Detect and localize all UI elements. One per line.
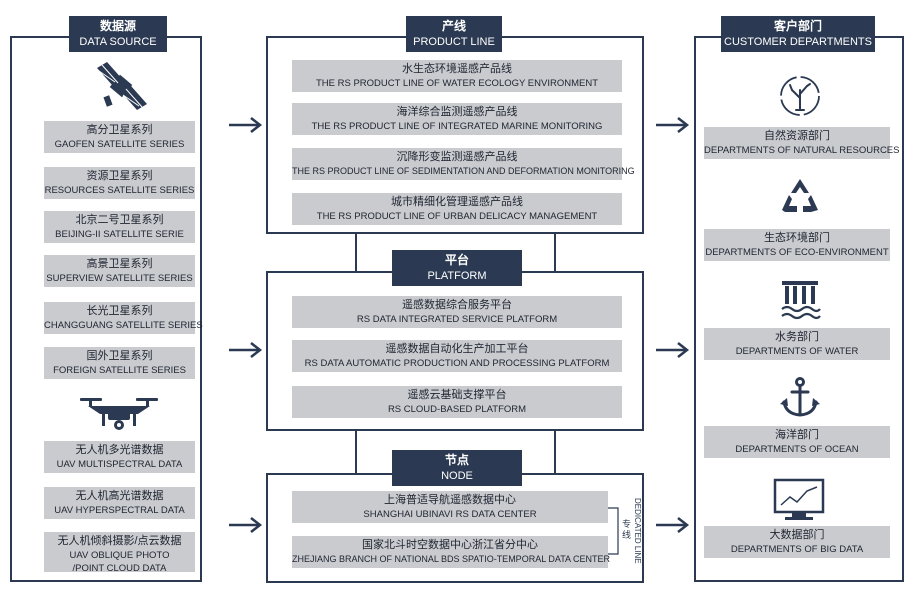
data-source-title-en: DATA SOURCE xyxy=(79,36,157,48)
satellite-icon xyxy=(97,62,147,110)
data-source-title-zh: 数据源 xyxy=(99,19,136,33)
drone-icon xyxy=(80,398,158,430)
product-item-marine-monitoring: 海洋综合监测遥感产品线 THE RS PRODUCT LINE OF INTEG… xyxy=(292,103,622,135)
node-header: 节点 NODE xyxy=(392,450,522,486)
customers-header: 客户部门 CUSTOMER DEPARTMENTS xyxy=(721,16,875,52)
source-item-superview: 高景卫星系列 SUPERVIEW SATELLITE SERIES xyxy=(44,255,195,287)
monitor-chart-icon xyxy=(773,478,825,520)
customer-item-big-data: 大数据部门 DEPARTMENTS OF BIG DATA xyxy=(704,526,890,558)
anchor-icon xyxy=(780,377,820,417)
source-item-gaofen: 高分卫星系列 GAOFEN SATELLITE SERIES xyxy=(44,121,195,153)
source-item-beijing: 北京二号卫星系列 BEIJING-II SATELLITE SERIE xyxy=(44,211,195,243)
platform-item-cloud-based: 遥感云基础支撑平台 RS CLOUD-BASED PLATFORM xyxy=(292,386,622,418)
source-item-foreign: 国外卫星系列 FOREIGN SATELLITE SERIES xyxy=(44,347,195,379)
customer-item-ocean: 海洋部门 DEPARTMENTS OF OCEAN xyxy=(704,426,890,458)
product-item-water-ecology: 水生态环境遥感产品线 THE RS PRODUCT LINE OF WATER … xyxy=(292,60,622,92)
dedicated-line-label-zh: 专线 xyxy=(622,519,632,540)
platform-header: 平台 PLATFORM xyxy=(392,250,522,286)
arrow-product-to-customers xyxy=(656,117,690,133)
node-item-shanghai: 上海普适导航遥感数据中心 SHANGHAI UBINAVI RS DATA CE… xyxy=(292,491,608,523)
arrow-source-to-platform xyxy=(229,342,263,358)
customer-item-eco-environment: 生态环境部门 DEPARTMENTS OF ECO-ENVIRONMENT xyxy=(704,229,890,261)
water-dam-icon xyxy=(781,281,821,320)
connector-platform-node-left xyxy=(355,431,357,474)
product-line-header: 产线 PRODUCT LINE xyxy=(406,16,502,52)
source-item-uav-multispectral: 无人机多光谱数据 UAV MULTISPECTRAL DATA xyxy=(44,441,195,473)
connector-product-platform-left xyxy=(355,234,357,272)
dedicated-line-label-en: DEDICATED LINE xyxy=(633,498,642,564)
connector-product-platform-right xyxy=(554,234,556,272)
source-item-changguang: 长光卫星系列 CHANGGUANG SATELLITE SERIES xyxy=(44,302,203,334)
node-item-zhejiang: 国家北斗时空数据中心浙江省分中心 ZHEJIANG BRANCH OF NATI… xyxy=(292,536,610,568)
recycle-icon xyxy=(782,179,818,212)
source-item-resources: 资源卫星系列 RESOURCES SATELLITE SERIES xyxy=(44,167,195,199)
customer-item-natural-resources: 自然资源部门 DEPARTMENTS OF NATURAL RESOURCES xyxy=(704,127,899,159)
data-source-header: 数据源 DATA SOURCE xyxy=(69,16,167,52)
arrow-source-to-product xyxy=(229,117,263,133)
arrow-node-to-customers xyxy=(656,517,690,533)
arrow-platform-to-customers xyxy=(656,342,690,358)
dedicated-line-bracket xyxy=(608,507,619,555)
product-item-urban-management: 城市精细化管理遥感产品线 THE RS PRODUCT LINE OF URBA… xyxy=(292,193,622,225)
source-item-uav-oblique: 无人机倾斜摄影/点云数据 UAV OBLIQUE PHOTO /POINT CL… xyxy=(44,532,195,574)
customer-item-water: 水务部门 DEPARTMENTS OF WATER xyxy=(704,328,890,360)
platform-item-automatic-production: 遥感数据自动化生产加工平台 RS DATA AUTOMATIC PRODUCTI… xyxy=(292,340,622,372)
source-item-uav-hyperspectral: 无人机高光谱数据 UAV HYPERSPECTRAL DATA xyxy=(44,487,195,519)
arrow-source-to-node xyxy=(229,517,263,533)
connector-platform-node-right xyxy=(554,431,556,474)
product-item-deformation-monitoring: 沉降形变监测遥感产品线 THE RS PRODUCT LINE OF SEDIM… xyxy=(292,148,635,180)
tree-cycle-icon xyxy=(780,76,820,116)
platform-item-integrated-service: 遥感数据综合服务平台 RS DATA INTEGRATED SERVICE PL… xyxy=(292,296,622,328)
